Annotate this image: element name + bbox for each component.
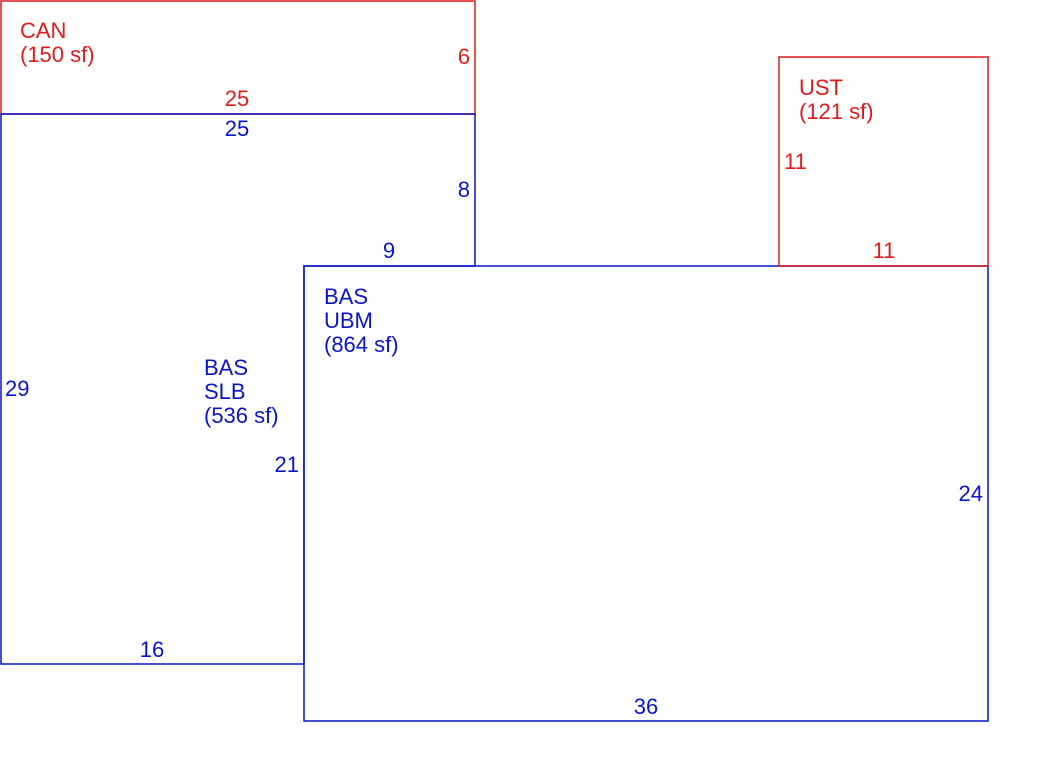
bas-ubm-outline <box>303 265 989 722</box>
ust-bottom-dimension: 11 <box>873 238 896 263</box>
bas-slb-area-label: BAS SLB (536 sf) <box>204 355 279 428</box>
slb-left-dimension: 29 <box>5 376 29 401</box>
slb-upper-right-dimension: 8 <box>458 177 470 202</box>
ust-left-dimension: 11 <box>784 149 807 174</box>
slb-notch-dimension: 9 <box>383 238 395 263</box>
bas-ubm-area-label: BAS UBM (864 sf) <box>324 284 399 357</box>
slb-bottom-dimension: 16 <box>140 637 164 662</box>
can-top-dimension: 25 <box>225 86 249 111</box>
slb-top-dimension: 25 <box>225 116 249 141</box>
can-right-dimension: 6 <box>458 44 470 69</box>
ubm-right-dimension: 24 <box>959 481 983 506</box>
ust-area-label: UST (121 sf) <box>799 75 874 124</box>
ubm-bottom-dimension: 36 <box>634 694 658 719</box>
ust-outline <box>778 56 989 267</box>
slb-inner-dimension: 21 <box>275 452 299 477</box>
can-area-label: CAN (150 sf) <box>20 18 95 67</box>
